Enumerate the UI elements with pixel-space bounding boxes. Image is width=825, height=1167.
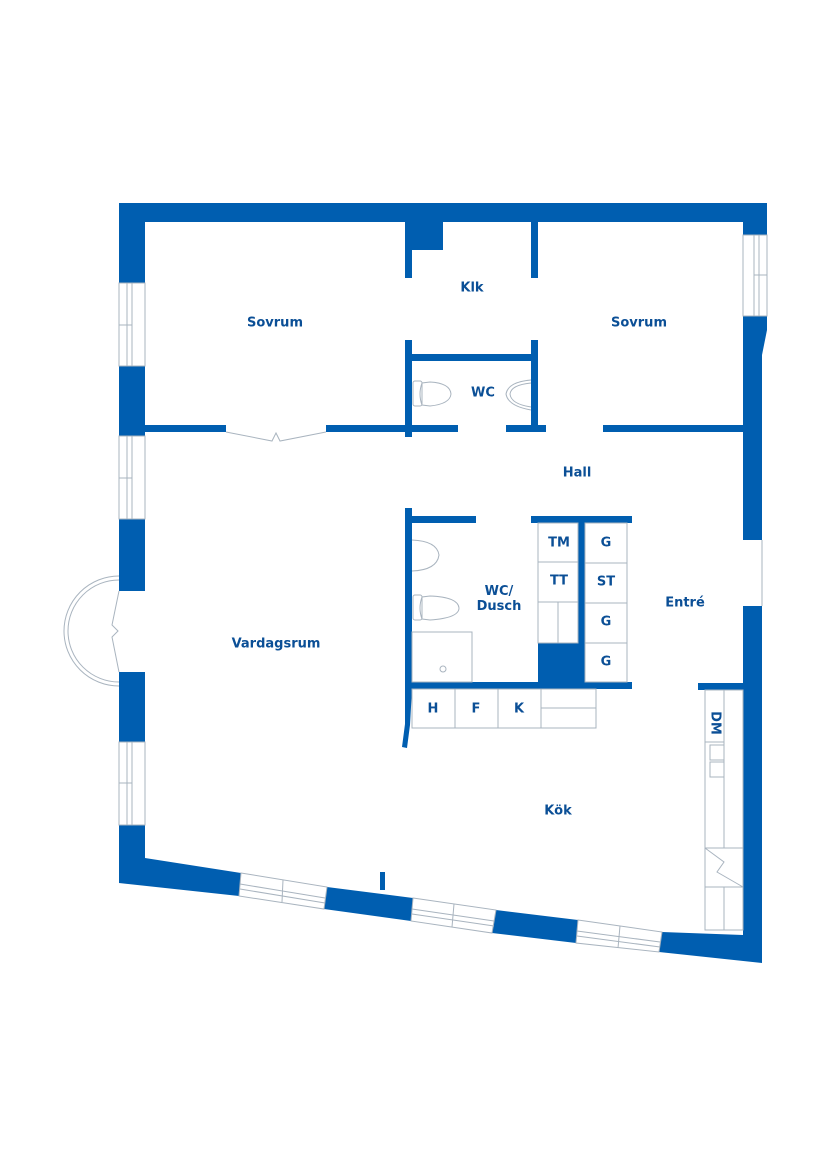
cabinet-label-tm: TM bbox=[548, 535, 570, 551]
windows bbox=[63, 234, 768, 953]
room-label-wc-dusch: WC/ Dusch bbox=[476, 584, 522, 614]
cabinet-label-g2: G bbox=[600, 614, 612, 630]
room-label-sovrum-east: Sovrum bbox=[611, 315, 667, 331]
cabinet-label-g3: G bbox=[600, 654, 612, 670]
cabinet-label-g1: G bbox=[600, 535, 612, 551]
appliance-label-dm: DM bbox=[707, 711, 723, 735]
fixtures bbox=[225, 379, 744, 931]
appliance-label-f: F bbox=[471, 701, 481, 717]
cabinet-label-st: ST bbox=[596, 574, 616, 590]
appliance-label-k: K bbox=[513, 701, 525, 717]
room-label-hall: Hall bbox=[562, 465, 592, 481]
room-label-entre: Entré bbox=[665, 595, 705, 611]
room-label-wc: WC bbox=[471, 385, 495, 401]
appliance-label-h: H bbox=[427, 701, 439, 717]
cabinet-label-tt: TT bbox=[549, 573, 569, 589]
room-label-klk: Klk bbox=[460, 280, 484, 296]
room-label-vardagsrum: Vardagsrum bbox=[231, 636, 321, 652]
exterior-walls bbox=[119, 203, 767, 963]
interior-walls bbox=[145, 203, 762, 748]
room-label-kok: Kök bbox=[544, 803, 572, 819]
room-label-sovrum-west: Sovrum bbox=[247, 315, 303, 331]
